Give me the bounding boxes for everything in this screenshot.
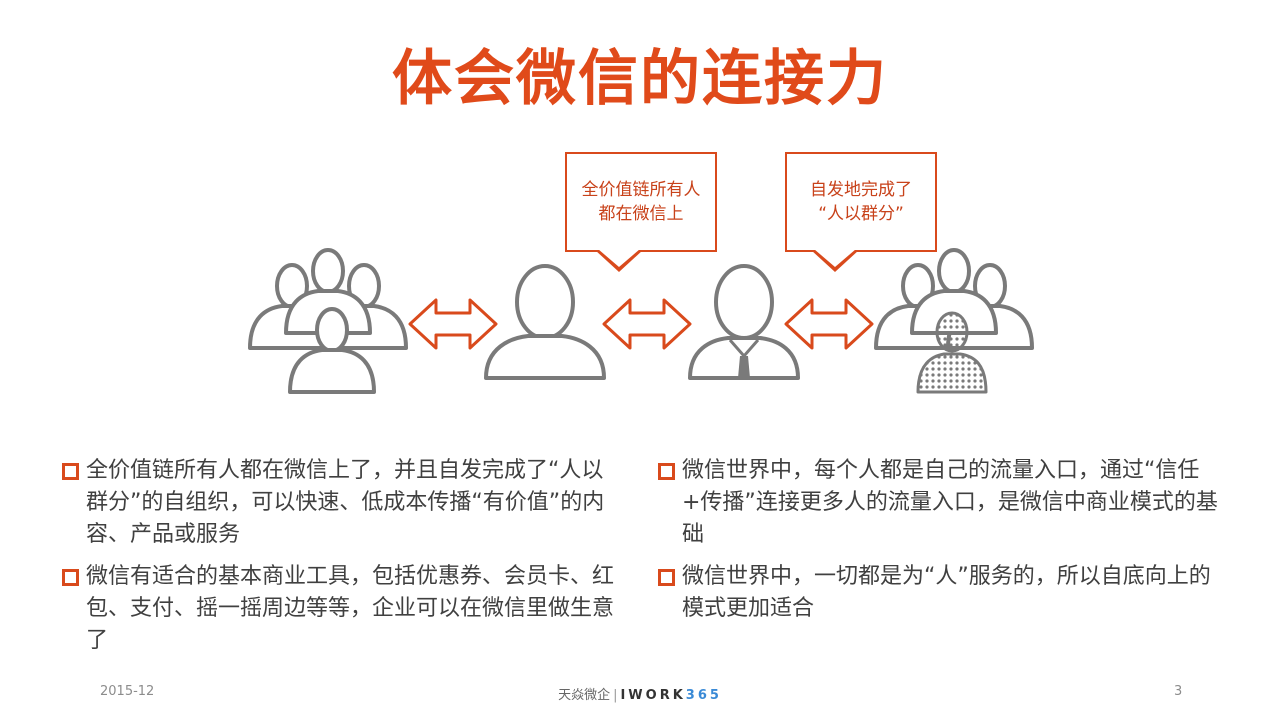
list-item: 微信世界中，一切都是为“人”服务的，所以自底向上的模式更加适合 <box>658 561 1218 625</box>
list-item: 微信世界中，每个人都是自己的流量入口，通过“信任+传播”连接更多人的流量入口，是… <box>658 455 1218 551</box>
double-arrow-icon <box>408 298 498 350</box>
callout-pointer-fill <box>598 249 640 267</box>
bullet-list-left: 全价值链所有人都在微信上了，并且自发完成了“人以群分”的自组织，可以快速、低成本… <box>62 455 622 667</box>
user-icon <box>484 264 606 380</box>
brand-cn: 天焱微企 <box>558 688 611 703</box>
crowd-icon <box>248 248 408 394</box>
businessman-icon <box>688 264 800 380</box>
brand-separator: | <box>613 688 618 703</box>
callout-pointer-fill <box>814 249 856 267</box>
bullet-square-icon <box>658 569 675 586</box>
double-arrow-icon <box>602 298 692 350</box>
slide-title: 体会微信的连接力 <box>392 44 888 114</box>
bullet-square-icon <box>658 463 675 480</box>
list-item: 微信有适合的基本商业工具，包括优惠券、会员卡、红包、支付、摇一摇周边等等，企业可… <box>62 561 622 657</box>
callout-line: 自发地完成了 <box>810 180 912 200</box>
callout-all-on-wechat: 全价值链所有人 都在微信上 <box>565 152 717 272</box>
callout-self-grouping: 自发地完成了 “人以群分” <box>785 152 937 272</box>
callout-line: “人以群分” <box>818 204 904 224</box>
bullet-text: 微信世界中，每个人都是自己的流量入口，通过“信任+传播”连接更多人的流量入口，是… <box>682 458 1218 547</box>
bullet-text: 微信世界中，一切都是为“人”服务的，所以自底向上的模式更加适合 <box>682 564 1211 621</box>
bullet-text: 微信有适合的基本商业工具，包括优惠券、会员卡、红包、支付、摇一摇周边等等，企业可… <box>86 564 615 653</box>
bullet-square-icon <box>62 463 79 480</box>
footer-date: 2015-12 <box>100 684 155 699</box>
bullet-text: 全价值链所有人都在微信上了，并且自发完成了“人以群分”的自组织，可以快速、低成本… <box>86 458 605 547</box>
bullet-square-icon <box>62 569 79 586</box>
brand-en: IWORK <box>620 688 686 703</box>
double-arrow-icon <box>784 298 874 350</box>
crowd-highlight-icon <box>874 248 1034 394</box>
brand-num: 365 <box>685 688 722 703</box>
footer-brand-logo: 天焱微企|IWORK365 <box>0 684 1280 703</box>
list-item: 全价值链所有人都在微信上了，并且自发完成了“人以群分”的自组织，可以快速、低成本… <box>62 455 622 551</box>
callout-line: 都在微信上 <box>598 204 684 224</box>
bullet-list-right: 微信世界中，每个人都是自己的流量入口，通过“信任+传播”连接更多人的流量入口，是… <box>658 455 1218 635</box>
callout-line: 全价值链所有人 <box>581 180 701 200</box>
page-number: 3 <box>1174 684 1183 699</box>
